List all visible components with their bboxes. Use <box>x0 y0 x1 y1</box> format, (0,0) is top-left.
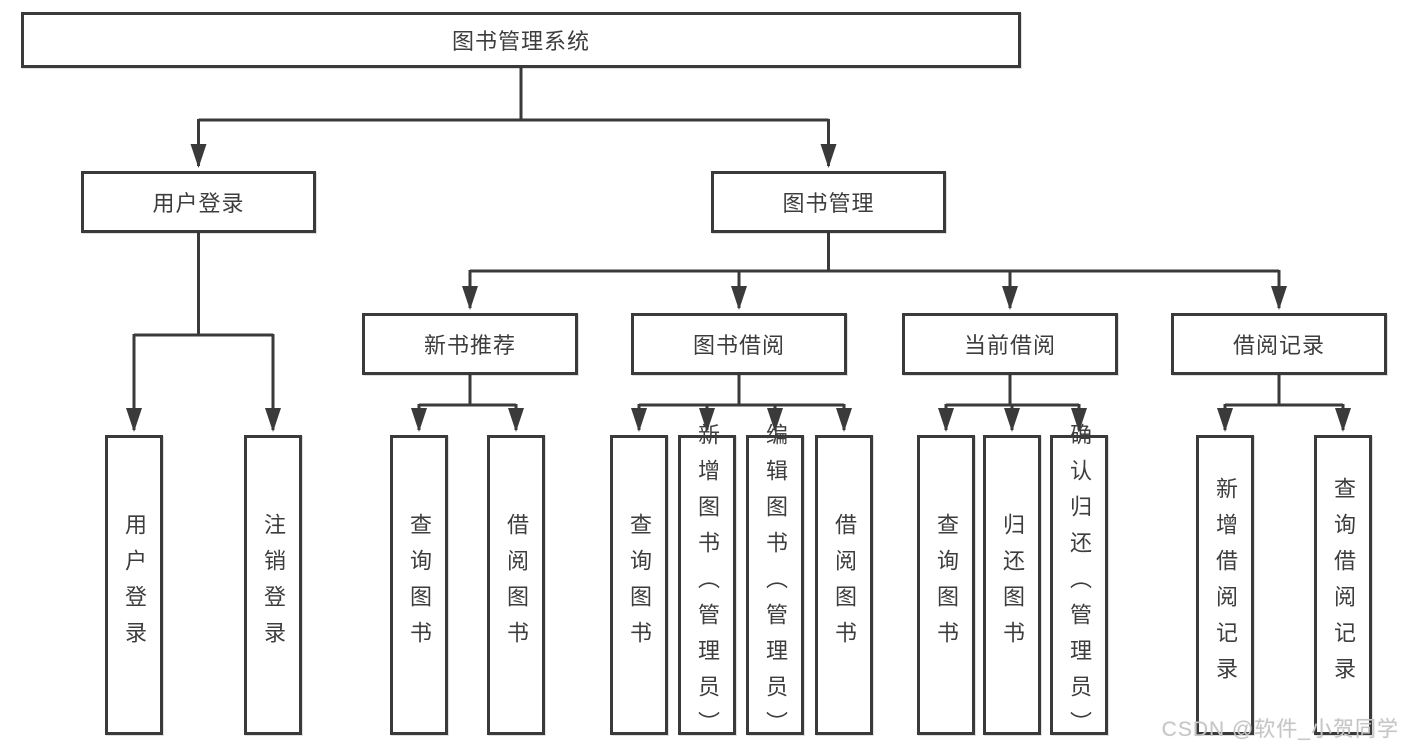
leaf-add-borrow-record: 新增借阅记录 <box>1196 435 1254 735</box>
leaf-query-books-current: 查询图书 <box>917 435 975 735</box>
node-label: 新增借阅记录 <box>1213 477 1238 693</box>
node-library-management-system: 图书管理系统 <box>21 12 1021 68</box>
node-label: 借阅图书 <box>832 513 857 657</box>
node-label: 查询图书 <box>934 513 959 657</box>
leaf-confirm-return-admin: 确认归还（管理员） <box>1050 423 1108 747</box>
leaf-add-book-admin: 新增图书（管理员） <box>678 423 736 747</box>
node-label: 用户登录 <box>122 513 147 657</box>
node-label: 编辑图书（管理员） <box>763 423 788 747</box>
node-label: 图书管理 <box>782 191 875 216</box>
node-label: 当前借阅 <box>963 333 1056 358</box>
node-current-borrowing: 当前借阅 <box>902 313 1118 375</box>
node-label: 图书管理系统 <box>451 29 590 54</box>
node-book-borrowing: 图书借阅 <box>631 313 847 375</box>
node-label: 确认归还（管理员） <box>1067 423 1092 747</box>
node-user-login: 用户登录 <box>81 171 316 233</box>
leaf-borrow-books: 借阅图书 <box>815 435 873 735</box>
node-label: 归还图书 <box>1000 513 1025 657</box>
leaf-query-books-borrow: 查询图书 <box>610 435 668 735</box>
node-label: 图书借阅 <box>692 333 785 358</box>
node-label: 新书推荐 <box>423 333 516 358</box>
node-label: 查询借阅记录 <box>1331 477 1356 693</box>
leaf-edit-book-admin: 编辑图书（管理员） <box>746 423 804 747</box>
node-label: 注销登录 <box>261 513 286 657</box>
leaf-user-login: 用户登录 <box>105 435 163 735</box>
node-borrowing-records: 借阅记录 <box>1171 313 1387 375</box>
leaf-borrow-books-recommend: 借阅图书 <box>487 435 545 735</box>
leaf-query-books-recommend: 查询图书 <box>390 435 448 735</box>
node-label: 查询图书 <box>407 513 432 657</box>
leaf-logout: 注销登录 <box>244 435 302 735</box>
node-label: 借阅图书 <box>504 513 529 657</box>
node-label: 查询图书 <box>627 513 652 657</box>
node-label: 用户登录 <box>152 191 245 216</box>
leaf-return-book: 归还图书 <box>983 435 1041 735</box>
node-new-book-recommendation: 新书推荐 <box>362 313 578 375</box>
node-label: 借阅记录 <box>1232 333 1325 358</box>
node-book-management: 图书管理 <box>711 171 946 233</box>
node-label: 新增图书（管理员） <box>695 423 720 747</box>
watermark: CSDN @软件_小贺同学 <box>1161 718 1399 741</box>
leaf-query-borrow-record: 查询借阅记录 <box>1314 435 1372 735</box>
